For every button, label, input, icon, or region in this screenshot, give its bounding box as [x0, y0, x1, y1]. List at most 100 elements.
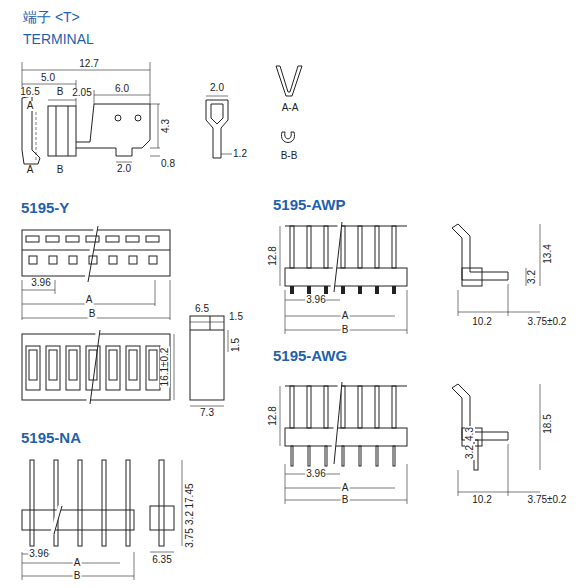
dimension-label: A [26, 165, 35, 175]
cavity [66, 236, 79, 242]
dimension-label: A-A [281, 103, 300, 113]
cavity [149, 350, 157, 380]
dimension-label: 16.1±0.2 [160, 347, 170, 388]
dimension-label: 12.7 [78, 59, 99, 69]
cavity [342, 446, 344, 466]
pin-stroke [360, 286, 362, 294]
cavity [69, 256, 77, 264]
cavity [291, 446, 293, 466]
dimension-label: 2.0 [209, 83, 225, 93]
dimension-label: 3.96 [305, 469, 326, 479]
header-5195-na [22, 460, 182, 580]
cavity [341, 226, 345, 268]
cavity [109, 350, 117, 380]
cavity [359, 446, 361, 466]
cavity [126, 346, 140, 390]
cavity [46, 346, 60, 390]
cavity [129, 256, 137, 264]
header-5195-awp [280, 222, 540, 334]
dimension-label: 10.2 [471, 317, 492, 327]
cavity [392, 386, 396, 428]
dimension-label: 5.0 [40, 73, 56, 83]
part-number: 5195-Y [20, 200, 70, 215]
cavity [89, 350, 97, 380]
dimension-label: 3.2 [465, 444, 475, 460]
pin-stroke [292, 286, 294, 294]
dimension-label: 16.5 [19, 87, 40, 97]
cavity [324, 386, 328, 428]
pin-stroke [290, 286, 292, 294]
cavity [376, 446, 378, 466]
dimension-label: A [341, 311, 350, 321]
cavity [66, 346, 80, 390]
dimension-label: 7.3 [199, 408, 215, 418]
dimension-label: 1.5 [231, 337, 241, 353]
pin-stroke [324, 286, 326, 294]
pin-stroke [307, 286, 309, 294]
pin-stroke [375, 286, 377, 294]
cavity [324, 226, 328, 268]
dimension-label: 18.5 [543, 413, 553, 434]
cavity [308, 446, 310, 466]
pin-stroke [326, 286, 328, 294]
pin-stroke [343, 286, 345, 294]
pin-stroke [394, 286, 396, 294]
dimension-label: B [73, 571, 82, 581]
cavity [290, 386, 294, 428]
part-number: 5195-AWP [272, 197, 347, 212]
terminal-front-view [206, 96, 232, 158]
dimension-label: 4.3 [465, 426, 475, 442]
cavity [49, 256, 57, 264]
dimension-label: 3.96 [305, 295, 326, 305]
dimension-label: B [56, 87, 65, 97]
dimension-label: B [88, 309, 97, 319]
dimension-label: B [341, 325, 350, 335]
dimension-label: 2.0 [116, 164, 132, 174]
dimension-label: 12.8 [268, 405, 278, 426]
cavity [109, 256, 117, 264]
pin-stroke [377, 286, 379, 294]
part-number: 5195-AWG [272, 348, 348, 363]
cavity [46, 236, 59, 242]
dimension-label: 3.2 [185, 510, 195, 526]
cavity [26, 236, 39, 242]
cavity [69, 350, 77, 380]
pin-stroke [392, 286, 394, 294]
cavity [102, 460, 106, 546]
cavity [26, 346, 40, 390]
cavity [307, 386, 311, 428]
dimension-label: 3.75±0.2 [527, 317, 568, 327]
dimension-label: 2.05 [71, 88, 92, 98]
header-5195-awg [280, 382, 540, 504]
dimension-label: B-B [280, 151, 299, 161]
terminal-side-view [22, 62, 160, 164]
dimension-label: 3.96 [30, 278, 51, 288]
dimension-label: 10.2 [471, 495, 492, 505]
cavity [392, 226, 396, 268]
cavity [146, 236, 159, 242]
cavity [358, 226, 362, 268]
cavity [86, 346, 100, 390]
cavity [106, 346, 120, 390]
dimension-label: 3.2 [527, 269, 537, 285]
title: 端子 <T> [22, 10, 81, 24]
cavity [358, 386, 362, 428]
repeated-pins [26, 226, 396, 546]
section-heading: TERMINAL [22, 32, 95, 46]
cavity [375, 226, 379, 268]
dimension-label: 17.45 [185, 482, 195, 509]
dimension-label: 3.75±0.2 [527, 495, 568, 505]
cavity [290, 226, 294, 268]
dimension-label: 0.8 [160, 159, 176, 169]
dimension-label: 6.35 [151, 555, 172, 565]
dimension-label: A [341, 483, 350, 493]
cavity [146, 346, 160, 390]
dimension-label: 12.8 [268, 245, 278, 266]
section-a-a [276, 66, 302, 96]
cavity [86, 236, 99, 242]
dimension-label: A [26, 101, 35, 111]
section-b-b [281, 132, 294, 143]
dimension-label: 3.96 [28, 549, 49, 559]
cavity [149, 256, 157, 264]
dimension-label: 13.4 [543, 243, 553, 264]
